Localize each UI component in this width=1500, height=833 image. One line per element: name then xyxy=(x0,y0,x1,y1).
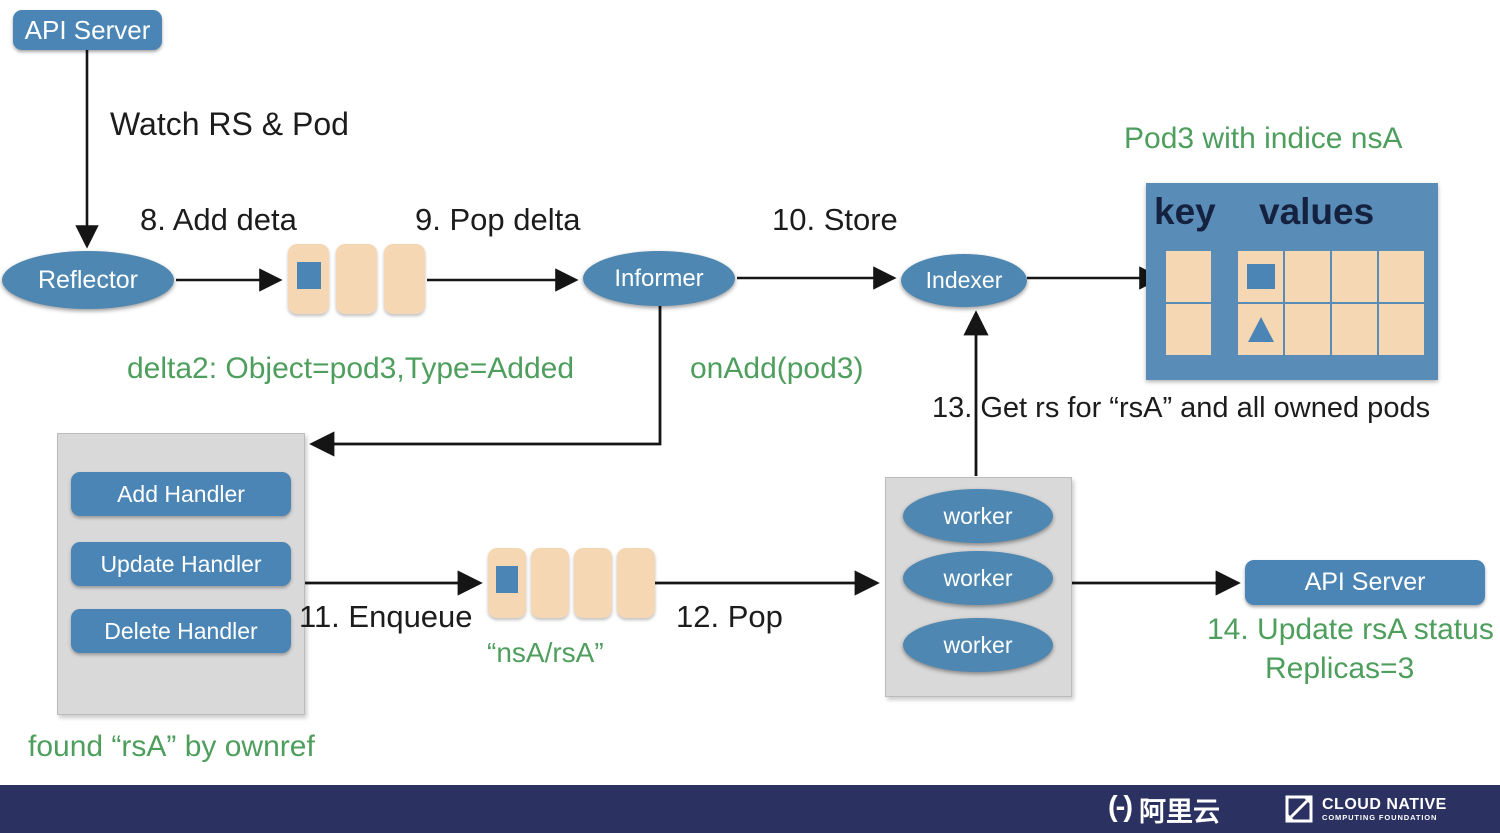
work-queue-slot xyxy=(617,548,655,618)
store-value-cell xyxy=(1332,251,1377,302)
footer-bar: (-) 阿里云 CLOUD NATIVE COMPUTING FOUNDATIO… xyxy=(0,785,1500,833)
workers-panel: worker worker worker xyxy=(885,477,1072,697)
label-found-rsa: found “rsA” by ownref xyxy=(28,730,315,763)
label-step11: 11. Enqueue xyxy=(299,599,473,634)
api-server-node-right: API Server xyxy=(1245,560,1485,605)
store-value-cell-rs xyxy=(1238,304,1283,355)
label-onadd: onAdd(pod3) xyxy=(690,352,864,385)
store-key-cell xyxy=(1166,304,1211,355)
cncf-wordmark: CLOUD NATIVE COMPUTING FOUNDATION xyxy=(1322,796,1447,822)
indexer-store: key values xyxy=(1146,183,1438,380)
store-key-cell xyxy=(1166,251,1211,302)
label-step8: 8. Add deta xyxy=(140,202,297,237)
label-step10: 10. Store xyxy=(772,202,898,237)
label-step12: 12. Pop xyxy=(676,599,783,634)
alibaba-cloud-wordmark: 阿里云 xyxy=(1138,796,1220,827)
delta-queue-slot-filled xyxy=(288,244,329,314)
update-handler-button: Update Handler xyxy=(71,542,291,586)
worker-node: worker xyxy=(903,618,1053,672)
store-value-cell xyxy=(1379,251,1424,302)
delta-queue-slot xyxy=(336,244,377,314)
alibaba-cloud-logo: (-) 阿里云 xyxy=(1108,785,1220,833)
label-step14-line1: 14. Update rsA status xyxy=(1207,613,1494,646)
store-key-header: key xyxy=(1154,191,1216,232)
work-queue-slot xyxy=(531,548,569,618)
store-value-cell xyxy=(1285,251,1330,302)
label-step9: 9. Pop delta xyxy=(415,202,581,237)
store-value-cell xyxy=(1379,304,1424,355)
label-delta2: delta2: Object=pod3,Type=Added xyxy=(127,352,575,385)
worker-node: worker xyxy=(903,551,1053,605)
store-values-header: values xyxy=(1259,191,1375,232)
arrow-informer-to-handlers xyxy=(309,306,662,457)
delta-fifo-queue xyxy=(288,244,425,314)
worker-node: worker xyxy=(903,489,1053,543)
work-queue xyxy=(488,548,655,618)
store-value-cell xyxy=(1285,304,1330,355)
informer-node: Informer xyxy=(583,251,735,306)
delete-handler-button: Delete Handler xyxy=(71,609,291,653)
cncf-logo: CLOUD NATIVE COMPUTING FOUNDATION xyxy=(1285,785,1447,833)
alibaba-cloud-icon: (-) xyxy=(1108,790,1133,823)
label-step14-line2: Replicas=3 xyxy=(1265,652,1415,685)
reflector-node: Reflector xyxy=(2,251,174,309)
work-queue-slot xyxy=(574,548,612,618)
rs-triangle-icon xyxy=(1247,317,1274,342)
api-server-node-top: API Server xyxy=(13,10,162,50)
cncf-wordmark-line1: CLOUD NATIVE xyxy=(1322,796,1447,813)
delta-queue-slot xyxy=(384,244,425,314)
rs-key-square-icon xyxy=(496,565,518,593)
label-step13: 13. Get rs for “rsA” and all owned pods xyxy=(932,392,1431,424)
cncf-wordmark-line2: COMPUTING FOUNDATION xyxy=(1322,813,1438,822)
store-value-cell-pod xyxy=(1238,251,1283,302)
add-handler-button: Add Handler xyxy=(71,472,291,516)
label-pod3-indice: Pod3 with indice nsA xyxy=(1124,122,1403,155)
label-watch-rs-pod: Watch RS & Pod xyxy=(110,106,349,142)
label-workqueue-item: “nsA/rsA” xyxy=(487,637,604,668)
indexer-node: Indexer xyxy=(901,254,1027,307)
pod-square-icon xyxy=(1246,264,1275,289)
store-value-cell xyxy=(1332,304,1377,355)
handlers-panel: Add Handler Update Handler Delete Handle… xyxy=(57,433,305,715)
work-queue-slot-filled xyxy=(488,548,526,618)
cncf-icon xyxy=(1285,795,1313,823)
pod-square-icon xyxy=(296,261,321,289)
